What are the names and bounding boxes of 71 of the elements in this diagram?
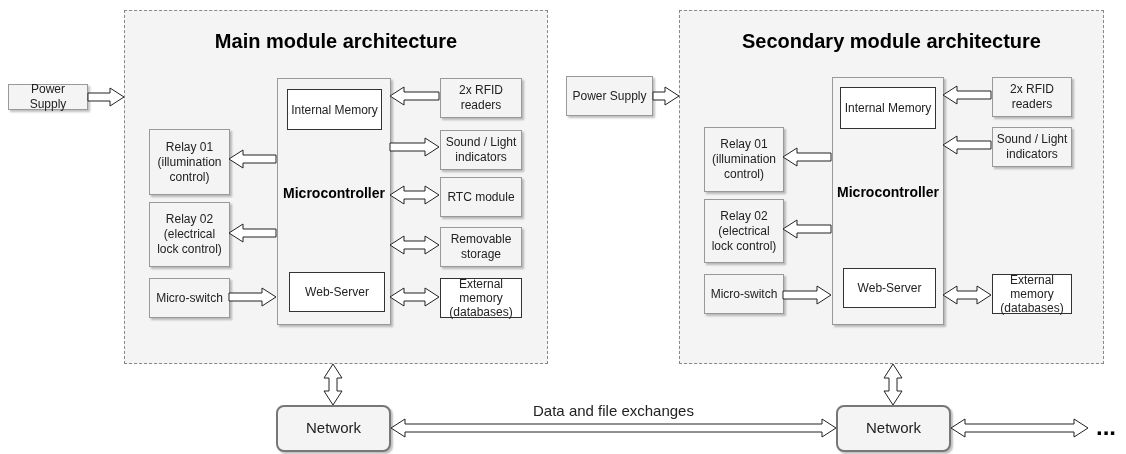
module-container <box>679 10 1104 364</box>
box-label: Sound / Light indicators <box>995 132 1069 162</box>
box-label: Micro-switch <box>155 290 224 306</box>
component-box <box>440 278 522 318</box>
box-label: Relay 01 (illumination control) <box>156 139 223 185</box>
component-box <box>149 202 230 267</box>
module-title: Secondary module architecture <box>741 29 1042 54</box>
box-label: Network <box>305 418 362 439</box>
block-arrow <box>389 86 440 106</box>
block-arrow <box>942 135 992 155</box>
component-box <box>8 84 88 110</box>
component-box <box>704 199 784 263</box>
block-arrow <box>942 85 992 105</box>
block-arrow <box>782 219 832 239</box>
block-arrow <box>228 149 277 169</box>
block-arrow <box>782 285 832 305</box>
component-box <box>704 274 784 314</box>
component-box <box>440 227 522 267</box>
box-label: Network <box>865 418 922 439</box>
block-arrow <box>389 287 440 307</box>
component-box <box>992 274 1072 314</box>
component-box <box>149 278 230 318</box>
box-label: Internal Memory <box>290 102 379 117</box>
module-container <box>124 10 548 364</box>
box-label: External memory (databases) <box>999 273 1065 315</box>
component-box <box>440 78 522 118</box>
component-box <box>843 268 936 308</box>
component-box <box>704 127 784 192</box>
component-box <box>992 77 1072 117</box>
block-arrow <box>389 185 440 205</box>
box-label: Web-Server <box>304 285 370 299</box>
box-label: Micro-switch <box>709 286 779 302</box>
block-arrow <box>228 287 277 307</box>
component-box <box>440 177 522 217</box>
box-label: Removable storage <box>449 232 513 262</box>
box-label: Power Supply <box>28 82 68 112</box>
box-label: Relay 02 (electrical lock control) <box>710 208 778 254</box>
box-label: External memory (databases) <box>448 277 514 319</box>
component-box <box>840 87 936 129</box>
block-arrow <box>87 87 125 107</box>
block-arrow <box>942 285 992 305</box>
block-arrow <box>389 235 440 255</box>
box-label: Sound / Light indicators <box>444 135 518 165</box>
box-label: RTC module <box>446 189 516 205</box>
block-arrow <box>950 418 1089 438</box>
block-arrow <box>883 363 903 406</box>
box-label: Relay 01 (illumination control) <box>711 137 777 182</box>
box-label: 2x RFID readers <box>458 83 504 113</box>
microcontroller-box <box>832 77 944 325</box>
component-box <box>287 89 382 130</box>
microcontroller-box <box>277 78 391 325</box>
module-title: Main module architecture <box>213 29 459 54</box>
box-label: ... <box>1095 415 1117 439</box>
network-box <box>276 405 391 452</box>
block-arrow <box>228 223 277 243</box>
box-label: Power Supply <box>571 88 648 104</box>
block-arrow <box>782 147 832 167</box>
box-label: Microcontroller <box>836 183 940 202</box>
block-arrow <box>389 137 440 157</box>
box-label: Internal Memory <box>843 101 933 115</box>
box-label: 2x RFID readers <box>1009 82 1055 112</box>
block-arrow <box>390 418 837 438</box>
box-label: Relay 02 (electrical lock control) <box>156 212 223 257</box>
block-arrow <box>323 363 343 406</box>
box-label: Web-Server <box>856 281 923 295</box>
component-box <box>149 129 230 195</box>
component-box <box>566 76 653 116</box>
box-label: Microcontroller <box>282 184 386 203</box>
component-box <box>289 272 385 312</box>
block-arrow <box>652 86 680 106</box>
network-box <box>836 405 951 452</box>
